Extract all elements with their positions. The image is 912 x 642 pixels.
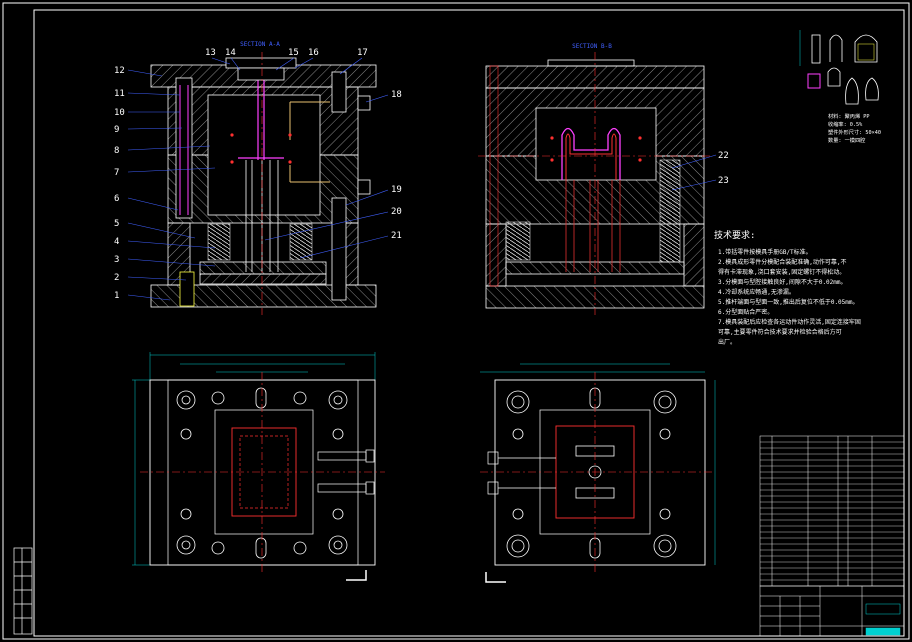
svg-text:13: 13 (205, 48, 216, 58)
tech-title: 技术要求: (714, 229, 755, 241)
svg-text:可靠,主要零件符合技术要求并检验合格后方可: 可靠,主要零件符合技术要求并检验合格后方可 (718, 328, 842, 336)
svg-text:18: 18 (391, 90, 402, 100)
svg-text:2: 2 (114, 273, 119, 283)
svg-text:1.带括零件按模具手册GB/T标准。: 1.带括零件按模具手册GB/T标准。 (718, 248, 812, 256)
svg-text:出厂。: 出厂。 (718, 338, 736, 346)
title-block (759, 585, 905, 637)
svg-text:2.模具成形零件分模配合装配准确,动作可靠,不: 2.模具成形零件分模配合装配准确,动作可靠,不 (718, 258, 846, 266)
svg-text:3: 3 (114, 255, 119, 265)
svg-text:3.分模面与型腔接触良好,间隙不大于0.02mm。: 3.分模面与型腔接触良好,间隙不大于0.02mm。 (718, 278, 847, 286)
svg-text:15: 15 (288, 48, 299, 58)
svg-text:6.分型面贴合严密。: 6.分型面贴合严密。 (718, 308, 773, 316)
bom-row-lines (760, 441, 904, 581)
svg-text:22: 22 (718, 151, 729, 161)
svg-text:11: 11 (114, 89, 125, 99)
svg-text:4.冷却系统应畅通,无渗漏。: 4.冷却系统应畅通,无渗漏。 (718, 288, 795, 296)
plastic-part-preview: 材料: 聚丙烯 PP 收缩率: 0.5% 塑件外形尺寸: 50×40 数量: 一… (799, 30, 881, 144)
technical-requirements: 技术要求: 1.带括零件按模具手册GB/T标准。 2.模具成形零件分模配合装配准… (714, 229, 861, 346)
leader-lines (127, 57, 389, 301)
svg-text:5.推杆端面与型面一致,推出后复位不低于0.05mm。: 5.推杆端面与型面一致,推出后复位不低于0.05mm。 (718, 298, 859, 306)
section-title-a: SECTION A-A (240, 41, 280, 48)
svg-text:21: 21 (391, 231, 402, 241)
plan-view-moving-half (480, 363, 716, 583)
svg-text:6: 6 (114, 194, 119, 204)
svg-text:4: 4 (114, 237, 119, 247)
svg-text:9: 9 (114, 125, 119, 135)
binding-strip (13, 547, 33, 635)
svg-text:数量: 一模四腔: 数量: 一模四腔 (828, 136, 865, 144)
part-number-labels: 12 11 10 9 8 7 6 5 4 3 2 1 13 14 15 16 1… (114, 48, 402, 301)
svg-text:收缩率: 0.5%: 收缩率: 0.5% (828, 120, 863, 128)
svg-text:7.模具装配后应检查各运动件动作灵活,固定连接牢固: 7.模具装配后应检查各运动件动作灵活,固定连接牢固 (718, 318, 861, 326)
svg-text:塑件外形尺寸: 50×40: 塑件外形尺寸: 50×40 (828, 128, 881, 136)
svg-text:7: 7 (114, 168, 119, 178)
section-b-view: SECTION B-B (478, 43, 712, 315)
svg-text:16: 16 (308, 48, 319, 58)
sheet-border-inner (33, 9, 905, 637)
bill-of-materials (759, 435, 905, 587)
svg-text:8: 8 (114, 146, 119, 156)
svg-text:得有卡滞现象,浇口套安装,固定螺钉不得松动。: 得有卡滞现象,浇口套安装,固定螺钉不得松动。 (718, 268, 845, 276)
svg-text:17: 17 (357, 48, 368, 58)
svg-text:10: 10 (114, 108, 125, 118)
plan-view-fixed-half (132, 352, 385, 581)
svg-text:14: 14 (225, 48, 236, 58)
leader-lines-b (671, 154, 717, 191)
svg-text:20: 20 (391, 207, 402, 217)
svg-text:19: 19 (391, 185, 402, 195)
svg-text:12: 12 (114, 66, 125, 76)
svg-text:1: 1 (114, 291, 119, 301)
svg-text:23: 23 (718, 176, 729, 186)
svg-text:5: 5 (114, 219, 119, 229)
part-number-labels-b: 22 23 (718, 151, 729, 186)
svg-text:材料: 聚丙烯 PP: 材料: 聚丙烯 PP (828, 112, 870, 120)
section-a-view: SECTION A-A (150, 41, 377, 315)
section-title-b: SECTION B-B (572, 43, 612, 50)
